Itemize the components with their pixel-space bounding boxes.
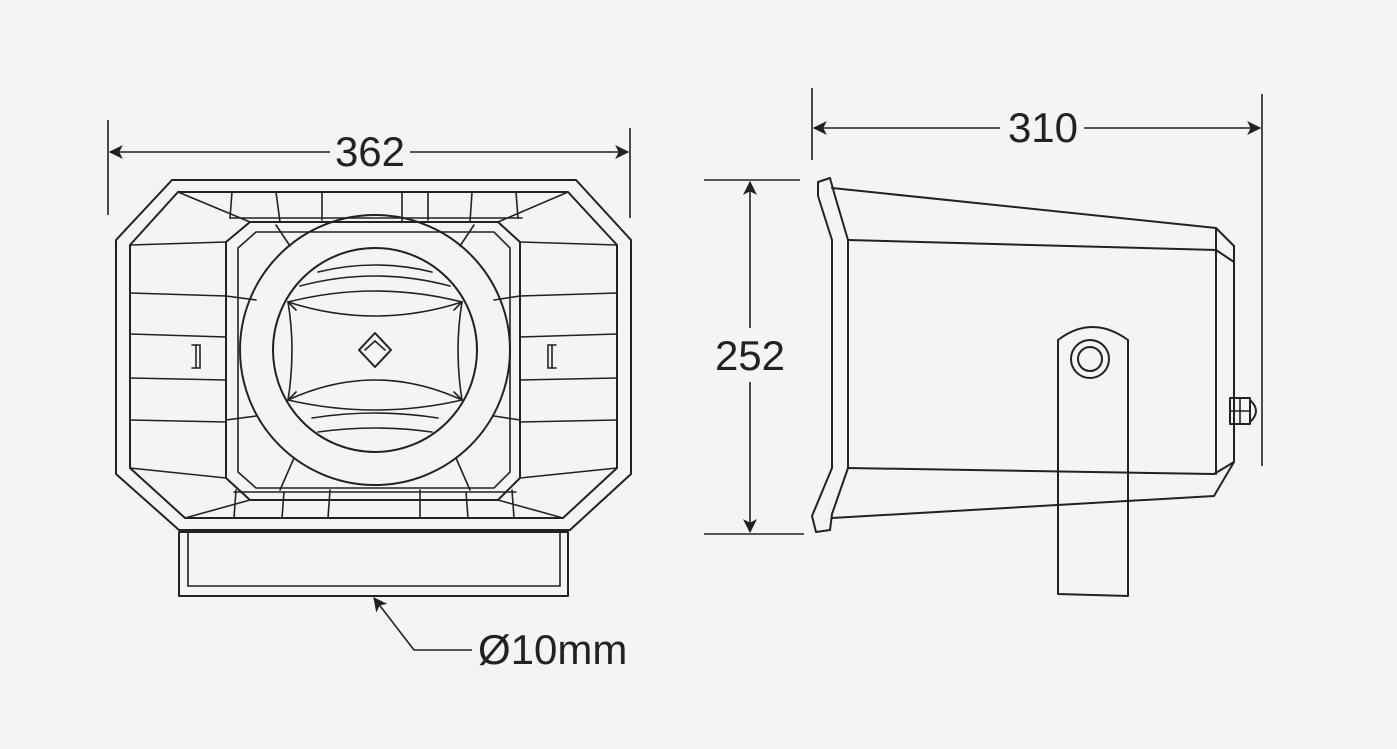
ring-ribs bbox=[275, 224, 475, 491]
dimension-depth: 310 bbox=[811, 88, 1263, 466]
left-bracket-slot bbox=[191, 344, 201, 369]
side-mounting-bracket bbox=[1057, 326, 1129, 597]
front-outer-housing bbox=[115, 179, 632, 531]
side-view bbox=[811, 177, 1257, 597]
mounting-base bbox=[178, 531, 569, 597]
corner-ribs bbox=[129, 191, 618, 519]
width-label: 362 bbox=[335, 128, 405, 175]
horn-throat bbox=[287, 264, 463, 433]
side-front-flange bbox=[811, 177, 849, 533]
front-view bbox=[115, 179, 632, 597]
side-horn-body bbox=[831, 187, 1235, 519]
phase-plug bbox=[358, 332, 392, 368]
driver-inner-ring bbox=[272, 247, 478, 453]
dimension-height: 252 bbox=[704, 179, 804, 535]
hole-label: Ø10mm bbox=[478, 626, 627, 673]
cable-gland bbox=[1229, 397, 1257, 425]
front-inner-outline bbox=[129, 191, 618, 519]
left-fins bbox=[129, 292, 257, 423]
driver-outer-ring bbox=[239, 214, 511, 486]
hole-leader: Ø10mm bbox=[373, 597, 627, 673]
top-fins bbox=[229, 191, 523, 223]
right-fins bbox=[493, 292, 618, 423]
dimension-width: 362 bbox=[107, 120, 631, 218]
side-body-bottom-edge bbox=[847, 467, 1215, 475]
side-body-top-edge bbox=[847, 239, 1217, 251]
front-horn-mouth-inner bbox=[237, 231, 511, 489]
bottom-fins bbox=[233, 489, 517, 519]
height-label: 252 bbox=[715, 332, 785, 379]
right-bracket-slot bbox=[547, 344, 557, 369]
depth-label: 310 bbox=[1008, 104, 1078, 151]
